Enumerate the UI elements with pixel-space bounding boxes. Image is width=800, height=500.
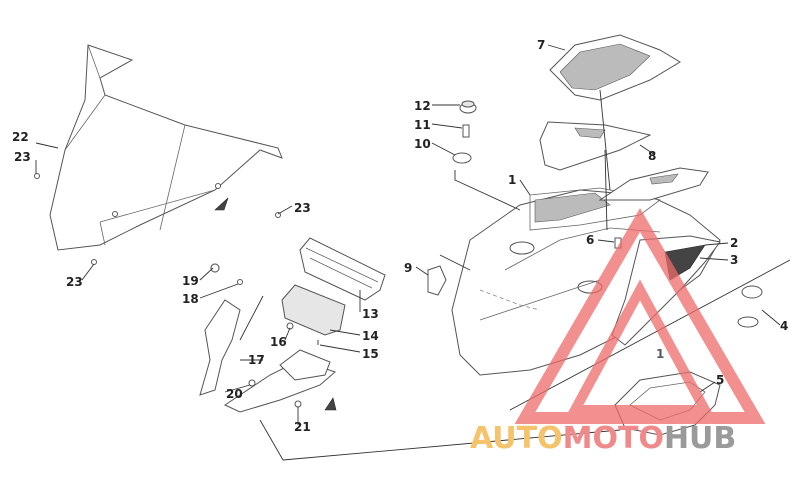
callout-16: 16 xyxy=(270,335,287,349)
callout-19: 19 xyxy=(182,274,199,288)
callout-12: 12 xyxy=(414,99,431,113)
watermark-triangle-number: 1 xyxy=(656,347,664,361)
callout-7: 7 xyxy=(537,38,545,52)
mounting-bracket-part xyxy=(199,263,336,413)
watermark-word-auto: AUTO xyxy=(470,421,563,456)
bracket-arrow-icon xyxy=(324,397,337,411)
callout-23-a: 23 xyxy=(14,150,31,164)
callout-21: 21 xyxy=(294,420,311,434)
callout-22: 22 xyxy=(12,130,29,144)
windshield-arrow-icon xyxy=(214,197,229,211)
callout-15: 15 xyxy=(362,347,379,361)
vent-frame-upper xyxy=(539,121,652,171)
vent-mesh-part xyxy=(549,34,681,101)
instrument-cluster-part xyxy=(281,237,386,345)
callout-17: 17 xyxy=(248,353,265,367)
screw-part xyxy=(462,124,470,138)
socket-part xyxy=(427,265,447,296)
callout-6: 6 xyxy=(586,233,594,247)
light-socket-part xyxy=(737,285,763,328)
callout-13: 13 xyxy=(362,307,379,321)
nut-part xyxy=(210,263,220,273)
watermark-logo: 1 xyxy=(514,208,766,424)
callout-20: 20 xyxy=(226,387,243,401)
grommet-part xyxy=(452,152,472,164)
watermark-word-moto: MOTO xyxy=(563,421,664,456)
windshield-part xyxy=(34,44,283,265)
callout-5: 5 xyxy=(716,373,724,387)
vent-frame-lower xyxy=(598,167,709,201)
callout-18: 18 xyxy=(182,292,199,306)
callout-3: 3 xyxy=(730,253,738,267)
callout-4: 4 xyxy=(780,319,788,333)
cap-part xyxy=(459,100,477,114)
callout-14: 14 xyxy=(362,329,379,343)
callout-10: 10 xyxy=(414,137,431,151)
watermark-triangle-icon xyxy=(514,208,766,424)
callout-labels: 22 23 23 23 19 18 17 20 21 16 13 14 15 1… xyxy=(12,38,788,434)
watermark-inner-triangle-icon xyxy=(566,279,714,415)
callout-23-b: 23 xyxy=(294,201,311,215)
callout-2: 2 xyxy=(730,236,738,250)
watermark-word-hub: HUB xyxy=(664,421,736,456)
callout-1: 1 xyxy=(508,173,516,187)
watermark-text: AUTOMOTOHUB xyxy=(470,421,736,456)
leader-lines xyxy=(35,44,791,461)
callout-23-c: 23 xyxy=(66,275,83,289)
callout-9: 9 xyxy=(404,261,412,275)
callout-8: 8 xyxy=(648,149,656,163)
callout-11: 11 xyxy=(414,118,431,132)
